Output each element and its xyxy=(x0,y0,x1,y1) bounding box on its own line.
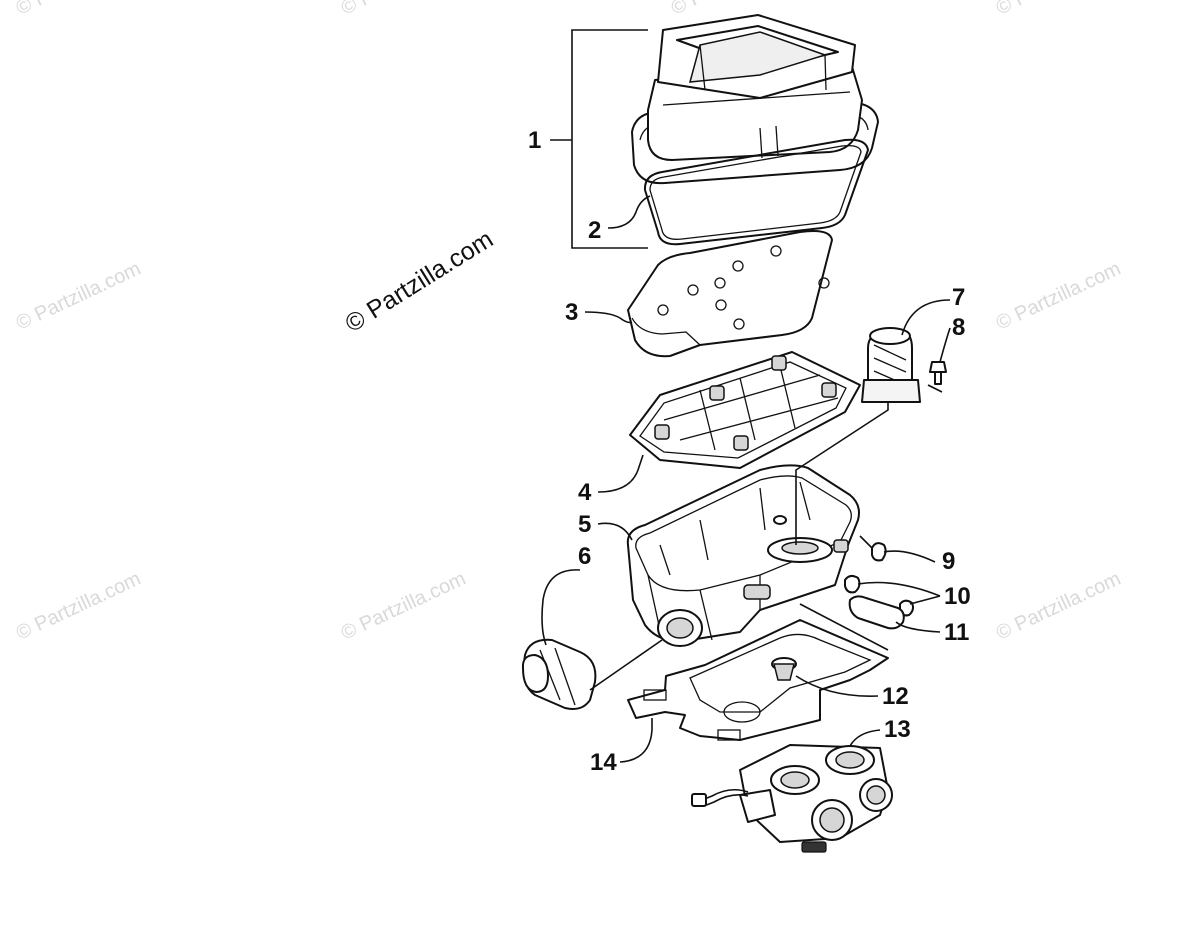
callout-12: 12 xyxy=(882,683,909,710)
callout-4: 4 xyxy=(578,479,592,506)
part-1-air-box-cover xyxy=(631,14,879,185)
leader-lines xyxy=(541,29,951,763)
part-13-throttle-body xyxy=(691,744,893,853)
callout-1: 1 xyxy=(528,127,541,154)
callout-14: 14 xyxy=(590,749,617,776)
part-5-air-box xyxy=(626,464,860,647)
watermark-tile: © Partzilla.com xyxy=(13,568,144,645)
part-7-intake-duct xyxy=(861,327,921,403)
callouts: 1 2 3 4 5 6 7 8 9 10 11 12 13 14 xyxy=(528,127,971,776)
watermark-tile: © Partzilla.com xyxy=(338,0,469,20)
callout-7: 7 xyxy=(952,284,965,311)
part-12-drain-valve xyxy=(771,657,797,681)
watermark-tile: © Partzilla.com xyxy=(338,568,469,645)
callout-2: 2 xyxy=(588,217,601,244)
callout-3: 3 xyxy=(565,299,578,326)
callout-6: 6 xyxy=(578,543,591,570)
watermark-tile: © Partzilla.com xyxy=(668,0,799,20)
watermark-tile: © Partzilla.com xyxy=(993,568,1124,645)
watermark-tile: © Partzilla.com xyxy=(13,0,144,20)
callout-10: 10 xyxy=(944,583,971,610)
watermark-tile: © Partzilla.com xyxy=(993,258,1124,335)
watermark-main: © Partzilla.com xyxy=(340,225,498,338)
part-6-intake-boot xyxy=(521,638,597,710)
callout-9: 9 xyxy=(942,548,955,575)
part-14-seal-plate xyxy=(627,619,889,741)
callout-5: 5 xyxy=(578,511,591,538)
callout-8: 8 xyxy=(952,314,965,341)
part-11-hose xyxy=(848,595,905,630)
watermark-tile: © Partzilla.com xyxy=(13,258,144,335)
part-2-gasket xyxy=(643,138,869,246)
part-10-clamp xyxy=(844,574,914,617)
part-8-screw xyxy=(929,361,947,385)
watermark-tile: © Partzilla.com xyxy=(993,0,1124,20)
part-4-filter-cage xyxy=(629,351,861,469)
part-3-air-filter xyxy=(627,230,833,358)
callout-11: 11 xyxy=(944,619,969,646)
callout-13: 13 xyxy=(884,716,911,743)
part-9-clamp xyxy=(871,542,887,562)
